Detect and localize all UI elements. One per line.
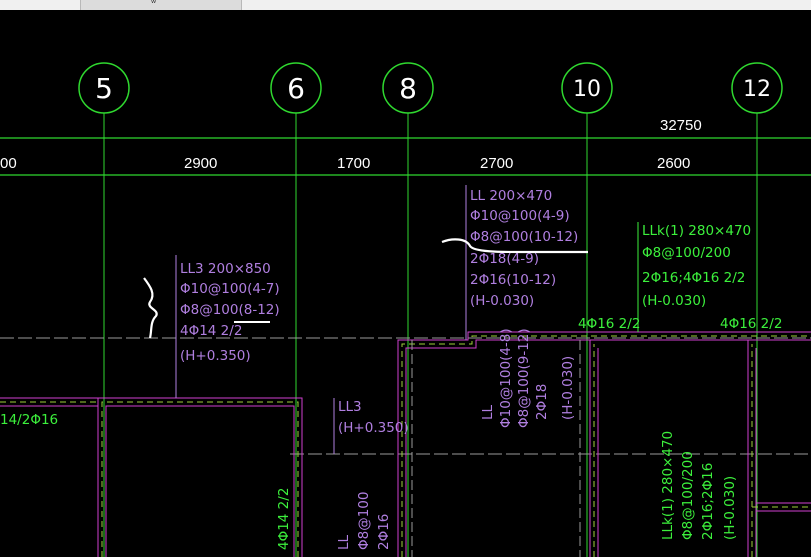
annotation-vertical-bottom-rebar: 4Φ14 2/2 bbox=[276, 488, 292, 550]
vert-ll-line-5: (H-0.030) bbox=[560, 356, 576, 420]
dimension-span-3: 2700 bbox=[480, 155, 513, 172]
vert-bottom-ll-line-3: 2Φ16 bbox=[376, 514, 392, 550]
vert-ll-line-4: 2Φ18 bbox=[534, 384, 550, 420]
hand-drawn-break-mark bbox=[143, 277, 158, 339]
ll-line-2: Φ10@100(4-9) bbox=[470, 208, 570, 224]
ll-line-3: Φ8@100(10-12) bbox=[470, 229, 578, 245]
axis-label-10: 10 bbox=[573, 77, 601, 102]
annotation-ll3-small: LL3 (H+0.350) bbox=[338, 399, 409, 436]
cad-drawing-canvas[interactable]: 5 6 8 10 12 32750 00 2900 1700 2700 2600 bbox=[0, 10, 811, 557]
vert-ll-line-3: Φ8@100(9-12) bbox=[516, 328, 532, 428]
ll3-line-3: Φ8@100(8-12) bbox=[180, 302, 280, 318]
vert-llk1-line-2: Φ8@100/200 bbox=[680, 451, 696, 540]
annotation-vertical-ll: LL Φ10@100(4-8) Φ8@100(9-12) 2Φ18 (H-0.0… bbox=[480, 328, 576, 428]
dimension-overall: 32750 bbox=[660, 117, 702, 134]
vert-bottom-rebar-text: 4Φ14 2/2 bbox=[276, 488, 292, 550]
axis-label-6: 6 bbox=[287, 72, 305, 105]
llk1-line-2: Φ8@100/200 bbox=[642, 245, 731, 261]
ll3-line-1: LL3 200×850 bbox=[180, 261, 271, 277]
llk1-line-4: (H-0.030) bbox=[642, 293, 706, 309]
dimension-span-4: 2600 bbox=[657, 155, 690, 172]
grid-axis-8: 8 bbox=[382, 62, 434, 557]
grid-axis-10: 10 bbox=[561, 62, 613, 557]
vert-llk1-line-3: 2Φ16;2Φ16 bbox=[700, 463, 716, 540]
rebar-label-a: 4Φ16 2/2 bbox=[578, 316, 640, 332]
dimension-span-2: 1700 bbox=[337, 155, 370, 172]
drawing-tab[interactable]: ʬ bbox=[80, 0, 242, 10]
annotation-vertical-llk1: LLk(1) 280×470 Φ8@100/200 2Φ16;2Φ16 (H-0… bbox=[660, 431, 738, 540]
rebar-label-left: 14/2Φ16 bbox=[0, 412, 58, 428]
vert-llk1-line-4: (H-0.030) bbox=[722, 476, 738, 540]
rebar-label-b: 4Φ16 2/2 bbox=[720, 316, 782, 332]
grid-axis-6: 6 bbox=[270, 62, 322, 557]
wall-outline bbox=[0, 331, 811, 557]
ll-line-4: 2Φ18(4-9) bbox=[470, 251, 539, 267]
ll-line-5: 2Φ16(10-12) bbox=[470, 272, 556, 288]
dashed-rebar-lines bbox=[0, 335, 811, 557]
ll3-line-2: Φ10@100(4-7) bbox=[180, 281, 280, 297]
annotation-vertical-bottom-ll: LL Φ8@100 2Φ16 bbox=[336, 492, 392, 550]
tab-icon: ʬ bbox=[151, 0, 157, 6]
window-titlebar: ʬ bbox=[0, 0, 811, 10]
vert-llk1-line-1: LLk(1) 280×470 bbox=[660, 431, 676, 540]
ll3-line-5: (H+0.350) bbox=[180, 348, 251, 364]
ll3-line-4: 4Φ14 2/2 bbox=[180, 323, 242, 339]
vert-ll-line-2: Φ10@100(4-8) bbox=[498, 328, 514, 428]
ll-line-6: (H-0.030) bbox=[470, 293, 534, 309]
dimension-span-1: 2900 bbox=[184, 155, 217, 172]
llk1-line-1: LLk(1) 280×470 bbox=[642, 223, 751, 239]
llk1-line-3: 2Φ16;4Φ16 2/2 bbox=[642, 270, 745, 286]
vert-bottom-ll-line-2: Φ8@100 bbox=[356, 492, 372, 550]
axis-label-8: 8 bbox=[399, 72, 417, 105]
grid-axis-5: 5 bbox=[78, 62, 130, 557]
ll3-small-line-1: LL3 bbox=[338, 399, 362, 415]
annotation-ll3: LL3 200×850 Φ10@100(4-7) Φ8@100(8-12) 4Φ… bbox=[180, 261, 280, 364]
annotation-llk1: LLk(1) 280×470 Φ8@100/200 2Φ16;4Φ16 2/2 … bbox=[642, 223, 751, 309]
annotation-ll: LL 200×470 Φ10@100(4-9) Φ8@100(10-12) 2Φ… bbox=[470, 188, 578, 309]
vert-ll-line-1: LL bbox=[480, 404, 496, 420]
ll-line-1: LL 200×470 bbox=[470, 188, 552, 204]
grid-axis-12: 12 bbox=[731, 62, 783, 557]
hand-drawn-pointer-mark bbox=[441, 238, 588, 254]
axis-label-12: 12 bbox=[743, 77, 771, 102]
dimension-span-0: 00 bbox=[0, 155, 17, 172]
vert-bottom-ll-line-1: LL bbox=[336, 534, 352, 550]
ll3-small-line-2: (H+0.350) bbox=[338, 420, 409, 436]
axis-label-5: 5 bbox=[95, 72, 113, 105]
